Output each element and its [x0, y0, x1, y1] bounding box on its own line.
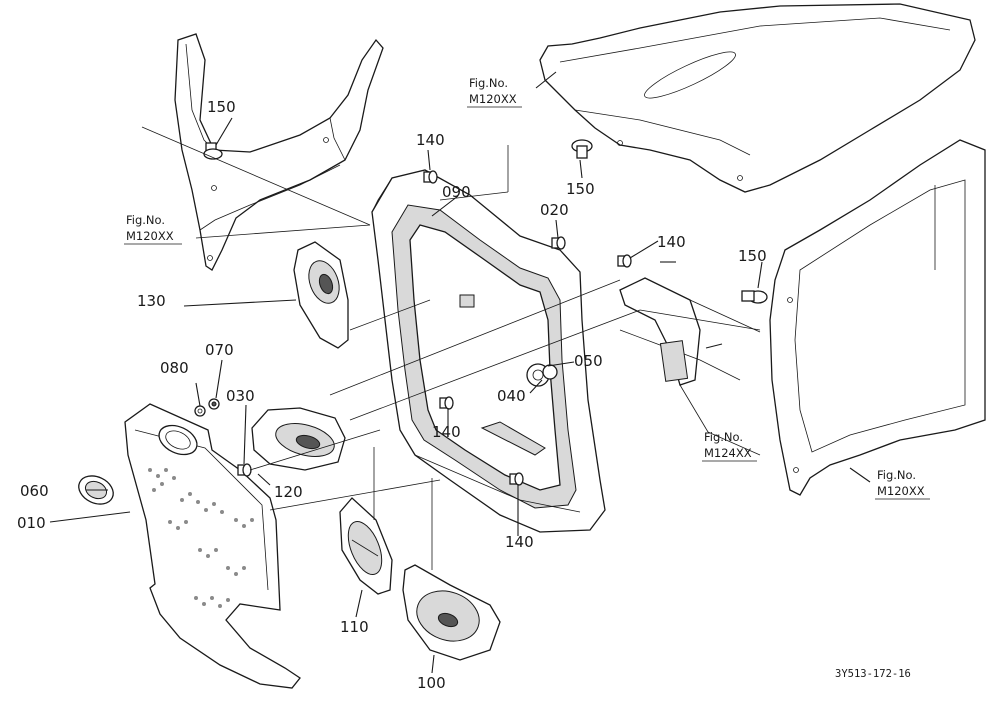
cabin-side-panel-right	[769, 139, 986, 496]
label-110: 110	[340, 618, 369, 636]
fig-ref-top-centre-code: M120XX	[469, 92, 517, 106]
label-040: 040	[497, 387, 526, 405]
cabin-roof-panel	[539, 3, 976, 193]
fig-ref-bottom-right-label: Fig.No.	[877, 468, 916, 482]
label-030: 030	[226, 387, 255, 405]
label-150-right: 150	[738, 247, 767, 265]
bolt-150-roof	[571, 139, 593, 159]
label-090: 090	[442, 183, 471, 201]
fig-ref-centre-right: Fig.No. M124XX	[702, 430, 757, 462]
fig-ref-top-left-label: Fig.No.	[126, 213, 165, 227]
fig-ref-bottom-right: Fig.No. M120XX	[875, 468, 930, 500]
label-050: 050	[574, 352, 603, 370]
lamp-lens-100	[402, 564, 501, 661]
label-070: 070	[205, 341, 234, 359]
bolt-020	[551, 236, 566, 250]
fig-ref-bottom-right-code: M120XX	[877, 484, 925, 498]
label-010: 010	[17, 514, 46, 532]
label-140-centre: 140	[432, 423, 461, 441]
fig-ref-top-centre-label: Fig.No.	[469, 76, 508, 90]
fig-ref-centre-right-code: M124XX	[704, 446, 752, 460]
label-140-bottom: 140	[505, 533, 534, 551]
fig-ref-centre-right-label: Fig.No.	[704, 430, 743, 444]
drawing-code: 3Y513-172-16	[835, 668, 911, 680]
bolt-140-b	[617, 254, 632, 268]
bolt-140-c	[439, 396, 454, 410]
label-060: 060	[20, 482, 49, 500]
label-080: 080	[160, 359, 189, 377]
bolt-140-d	[509, 472, 524, 486]
label-150-top-left: 150	[207, 98, 236, 116]
bolt-150-top-left	[203, 142, 223, 160]
fig-ref-top-centre: Fig.No. M120XX	[467, 76, 522, 108]
lamp-housing-120	[251, 407, 346, 471]
label-140-top: 140	[416, 131, 445, 149]
label-100: 100	[417, 674, 446, 692]
nut-080	[194, 405, 206, 417]
fig-ref-top-left-code: M120XX	[126, 229, 174, 243]
bracket-assembly	[619, 261, 741, 386]
label-150-roof: 150	[566, 180, 595, 198]
washer-070	[208, 398, 220, 410]
lamp-bezel-130	[293, 241, 349, 349]
grille-perforation-pattern	[148, 468, 254, 608]
leader-lines	[49, 71, 871, 674]
grille-frame-090	[371, 169, 606, 533]
label-120: 120	[274, 483, 303, 501]
front-grille-panel-010	[124, 403, 301, 689]
label-140-right: 140	[657, 233, 686, 251]
bolt-030	[237, 463, 252, 477]
label-130: 130	[137, 292, 166, 310]
bolt-140-a	[423, 170, 438, 184]
lamp-lens-110	[339, 497, 393, 595]
label-020: 020	[540, 201, 569, 219]
fig-ref-top-left: Fig.No. M120XX	[124, 213, 182, 245]
bolt-150-right	[741, 290, 768, 304]
